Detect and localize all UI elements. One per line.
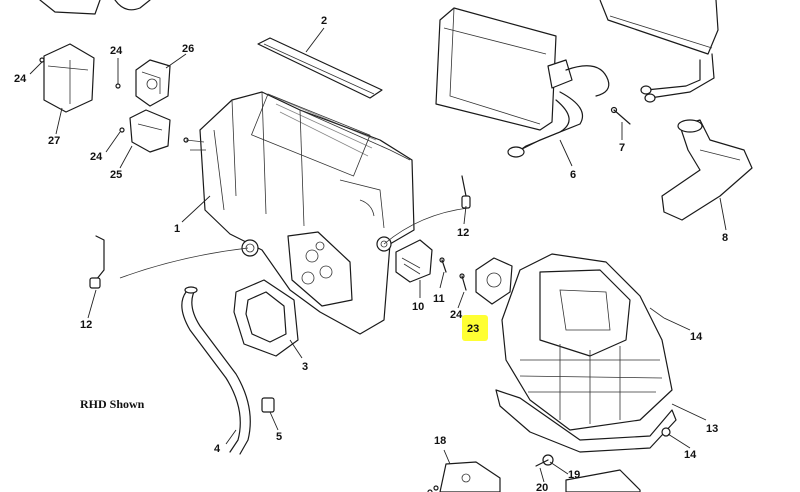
callout-14-b[interactable]: 14 — [684, 449, 697, 461]
part-3-seal[interactable] — [233, 279, 299, 357]
part-8-duct[interactable] — [661, 119, 753, 221]
part-11-screw[interactable] — [439, 257, 447, 273]
callout-labels: 2 24 26 24 27 24 25 1 6 7 8 12 12 11 10 … — [14, 15, 728, 492]
part-1-heater-housing[interactable] — [183, 91, 415, 335]
callout-26[interactable]: 26 — [182, 43, 194, 55]
part-19-bolt[interactable] — [535, 454, 554, 467]
part-12-sensor-right[interactable] — [461, 175, 471, 209]
callout-19[interactable]: 19 — [568, 469, 580, 481]
callout-23-highlight — [462, 315, 488, 341]
part-14-blower-housing[interactable] — [501, 253, 673, 431]
callout-5[interactable]: 5 — [276, 431, 282, 443]
part-25-actuator[interactable] — [129, 109, 171, 153]
callout-10[interactable]: 10 — [412, 301, 424, 313]
callout-2[interactable]: 2 — [321, 15, 327, 27]
grommets — [241, 236, 392, 257]
part-7-screw[interactable] — [610, 106, 631, 125]
part-6-evaporator[interactable] — [435, 7, 610, 158]
callout-12-a[interactable]: 12 — [80, 319, 92, 331]
callout-18[interactable]: 18 — [434, 435, 446, 447]
part-24-screw[interactable] — [459, 273, 467, 291]
callout-6[interactable]: 6 — [570, 169, 576, 181]
callout-24-c[interactable]: 24 — [90, 151, 103, 163]
callout-8[interactable]: 8 — [722, 232, 728, 244]
callout-14-a[interactable]: 14 — [690, 331, 703, 343]
part-18-bracket[interactable] — [439, 461, 501, 492]
part-10-resistor[interactable] — [395, 239, 433, 283]
callout-1[interactable]: 1 — [174, 223, 180, 235]
callout-24-a[interactable]: 24 — [110, 45, 123, 57]
rhd-shown-note: RHD Shown — [80, 397, 145, 411]
callout-3[interactable]: 3 — [302, 361, 308, 373]
callout-4[interactable]: 4 — [214, 443, 221, 455]
callout-23[interactable]: 23 — [467, 323, 479, 335]
leader-lines — [29, 27, 727, 483]
callout-11[interactable]: 11 — [433, 293, 445, 305]
callout-27[interactable]: 27 — [48, 135, 60, 147]
part-5-clip[interactable] — [261, 397, 275, 413]
part-27-actuator[interactable] — [43, 43, 95, 113]
wire-leads — [119, 207, 469, 279]
callout-13[interactable]: 13 — [706, 423, 718, 435]
part-4-drain-hose[interactable] — [181, 286, 251, 455]
partial-part-top-left — [39, 0, 151, 15]
part-13-lower-housing[interactable] — [495, 389, 677, 453]
callout-12-b[interactable]: 12 — [457, 227, 469, 239]
part-heater-core[interactable] — [599, 0, 719, 103]
callout-24-b[interactable]: 24 — [14, 73, 27, 85]
callout-20[interactable]: 20 — [536, 482, 548, 492]
callout-7[interactable]: 7 — [619, 142, 625, 154]
part-26-actuator[interactable] — [135, 59, 171, 107]
callout-24-d[interactable]: 24 — [450, 309, 463, 321]
part-2-filter[interactable] — [257, 37, 383, 99]
part-23-blower-actuator[interactable] — [475, 257, 513, 305]
callout-25[interactable]: 25 — [110, 169, 122, 181]
part-12-sensor-left[interactable] — [89, 235, 105, 289]
part-20-grille[interactable] — [427, 469, 641, 492]
